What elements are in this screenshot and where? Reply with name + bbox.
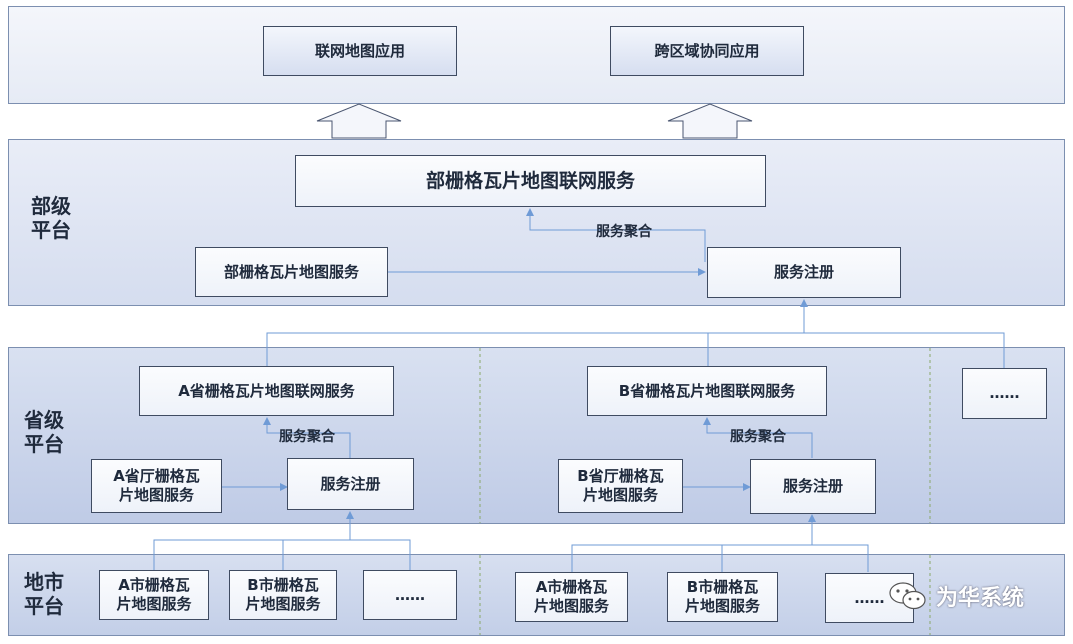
application-layer (8, 6, 1065, 104)
province-a-map-line1: A省厅栅格瓦 (113, 467, 200, 485)
city-a-b-line1: B市栅格瓦 (247, 576, 319, 594)
province-a-network-service: A省栅格瓦片地图联网服务 (139, 366, 394, 416)
ministry-label-line2: 平台 (31, 218, 71, 242)
province-a-aggregation-label: 服务聚合 (279, 429, 335, 445)
ministry-aggregation-label: 服务聚合 (596, 224, 652, 240)
province-a-map-service: A省厅栅格瓦片地图服务 (91, 459, 222, 513)
city-a-more: …… (363, 570, 457, 620)
city-a-b-line2: 片地图服务 (245, 595, 321, 613)
city-a-city-b-service: B市栅格瓦片地图服务 (229, 570, 337, 620)
watermark-text: 为华系统 (936, 586, 1025, 611)
ministry-label-line1: 部级 (31, 194, 71, 218)
city-b-a-line1: A市栅格瓦 (535, 578, 608, 596)
ministry-label: 部级 平台 (31, 194, 71, 242)
app-box-network-map: 联网地图应用 (263, 26, 457, 76)
province-b-registration: 服务注册 (750, 459, 876, 514)
province-label: 省级 平台 (24, 408, 64, 456)
province-more: …… (962, 368, 1047, 419)
province-b-map-line2: 片地图服务 (582, 486, 658, 504)
city-b-b-line1: B市栅格瓦 (686, 578, 759, 596)
up-arrow-left (316, 103, 402, 139)
province-a-registration: 服务注册 (287, 458, 414, 510)
province-a-map-line2: 片地图服务 (118, 486, 194, 504)
ministry-registration: 服务注册 (707, 247, 901, 298)
city-label-line1: 地市 (24, 570, 64, 594)
province-b-map-service: B省厅栅格瓦片地图服务 (558, 459, 683, 513)
city-a-a-line2: 片地图服务 (116, 595, 192, 613)
city-b-city-a-service: A市栅格瓦片地图服务 (515, 572, 628, 622)
city-b-city-b-service: B市栅格瓦片地图服务 (667, 572, 778, 622)
watermark: 为华系统 (888, 580, 1024, 612)
app-box-cross-region: 跨区域协同应用 (610, 26, 804, 76)
province-label-line2: 平台 (24, 432, 64, 456)
ministry-network-service: 部栅格瓦片地图联网服务 (295, 155, 766, 207)
city-a-a-line1: A市栅格瓦 (118, 576, 190, 594)
city-a-city-a-service: A市栅格瓦片地图服务 (99, 570, 209, 620)
up-arrow-right (667, 103, 753, 139)
province-b-map-line1: B省厅栅格瓦 (577, 467, 664, 485)
province-b-network-service: B省栅格瓦片地图联网服务 (587, 366, 827, 416)
province-b-aggregation-label: 服务聚合 (730, 429, 786, 445)
city-b-b-line2: 片地图服务 (684, 597, 760, 615)
wechat-icon (889, 582, 926, 610)
province-label-line1: 省级 (24, 408, 64, 432)
city-b-a-line2: 片地图服务 (533, 597, 609, 615)
ministry-map-service: 部栅格瓦片地图服务 (195, 247, 388, 297)
city-label: 地市 平台 (24, 570, 64, 618)
city-label-line2: 平台 (24, 594, 64, 618)
